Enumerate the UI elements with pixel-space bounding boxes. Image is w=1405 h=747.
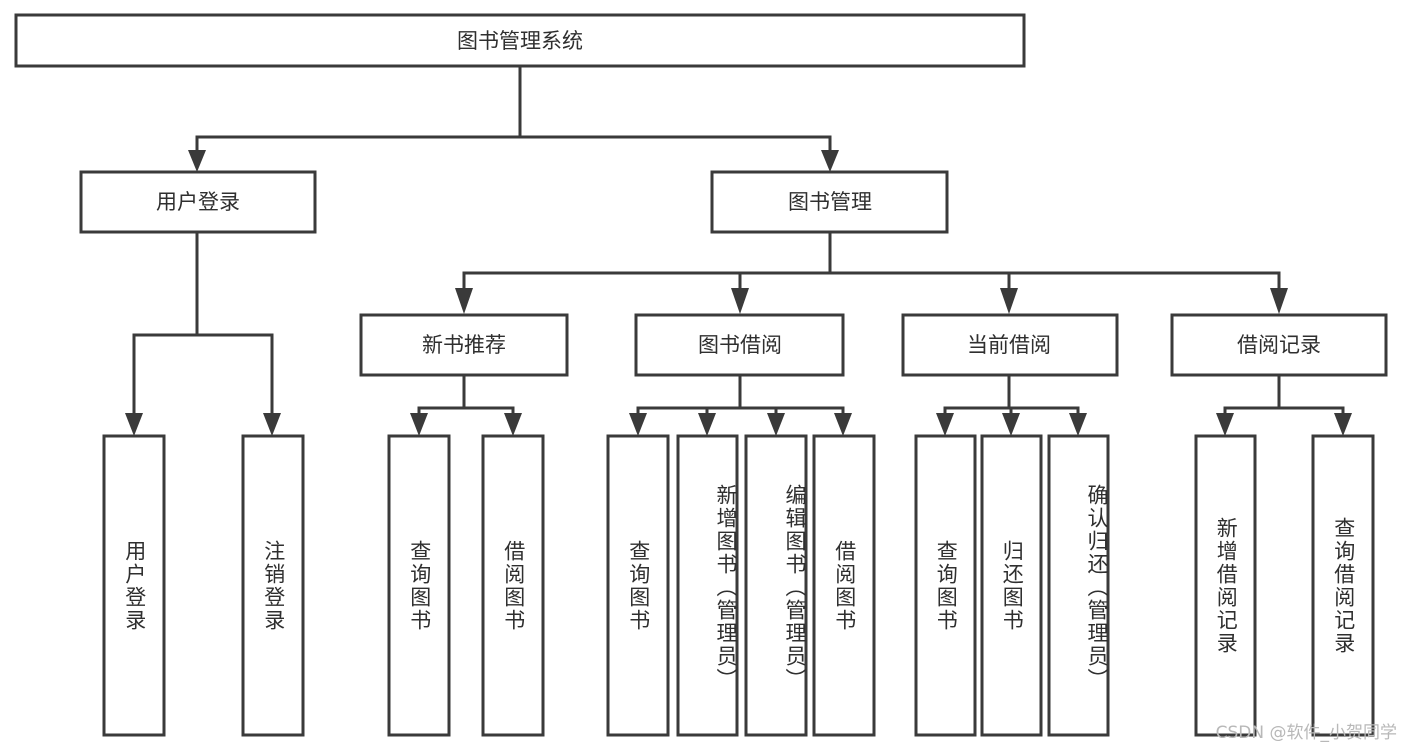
arrow-head-leaf-book-borrow-4 <box>834 413 852 436</box>
leaf-box-new-book-1[interactable] <box>387 434 451 737</box>
node-book-management-label: 图书管理 <box>788 190 872 214</box>
connector-group-user-login <box>125 230 281 436</box>
leaf-box-borrow-records-2[interactable] <box>1311 434 1375 737</box>
node-new-book-recommend-box[interactable] <box>359 313 569 377</box>
node-user-login-box[interactable] <box>79 170 317 234</box>
arrow-head-leaf-current-borrow-3 <box>1069 413 1087 436</box>
leaf-box-user-login-1[interactable] <box>102 434 166 737</box>
arrow-head-new-book <box>455 288 473 314</box>
arrow-head-book-mgmt <box>821 150 839 172</box>
arrow-head-leaf-current-borrow-2 <box>1002 413 1020 436</box>
leaf-box-user-login-2[interactable] <box>241 434 305 737</box>
arrow-head-leaf-current-borrow-1 <box>936 413 954 436</box>
node-user-login[interactable]: 用户登录 <box>79 170 317 234</box>
node-new-book-recommend-label: 新书推荐 <box>422 333 506 357</box>
connector-group-current-borrow <box>936 373 1087 436</box>
leaf-box-book-borrow-4[interactable] <box>812 434 876 737</box>
connector-group-borrow-records <box>1216 373 1352 436</box>
leaf-group-book-borrow <box>606 434 876 737</box>
node-borrow-records-label: 借阅记录 <box>1237 333 1321 357</box>
leaf-box-borrow-records-1[interactable] <box>1194 434 1257 737</box>
arrow-head-borrow-records <box>1270 288 1288 314</box>
node-root-label: 图书管理系统 <box>457 29 583 53</box>
arrow-head-leaf-new-book-2 <box>504 413 522 436</box>
connector-group-book-mgmt <box>455 230 1288 314</box>
node-root-box[interactable] <box>14 13 1026 68</box>
leaf-group-new-book-recommend <box>387 434 545 737</box>
node-borrow-records[interactable]: 借阅记录 <box>1170 313 1388 377</box>
leaf-group-current-borrow <box>914 434 1110 737</box>
node-borrow-records-box[interactable] <box>1170 313 1388 377</box>
node-current-borrow-box[interactable] <box>901 313 1119 377</box>
connector-group-root <box>188 64 839 172</box>
node-root[interactable]: 图书管理系统 <box>14 13 1026 68</box>
arrow-head-leaf-new-book-1 <box>410 413 428 436</box>
leaf-box-new-book-2[interactable] <box>481 434 545 737</box>
connector-group-book-borrow <box>629 373 852 436</box>
leaf-box-current-borrow-2[interactable] <box>980 434 1043 737</box>
arrow-head-leaf-user-login-2 <box>263 413 281 436</box>
node-current-borrow[interactable]: 当前借阅 <box>901 313 1119 377</box>
node-book-borrow[interactable]: 图书借阅 <box>634 313 845 377</box>
leaf-group-user-login <box>102 434 305 737</box>
leaf-box-current-borrow-1[interactable] <box>914 434 977 737</box>
leaf-box-book-borrow-2[interactable] <box>676 434 739 737</box>
arrow-head-leaf-book-borrow-3 <box>767 413 785 436</box>
node-book-management-box[interactable] <box>710 170 949 234</box>
node-new-book-recommend[interactable]: 新书推荐 <box>359 313 569 377</box>
arrow-head-user-login <box>188 150 206 172</box>
connector-group-new-book <box>410 373 522 436</box>
node-book-management[interactable]: 图书管理 <box>710 170 949 234</box>
node-user-login-label: 用户登录 <box>156 190 240 214</box>
arrow-head-book-borrow <box>731 288 749 314</box>
arrow-head-leaf-borrow-records-1 <box>1216 413 1234 436</box>
arrow-head-leaf-user-login-1 <box>125 413 143 436</box>
arrow-head-current-borrow <box>1000 288 1018 314</box>
leaf-group-borrow-records <box>1194 434 1375 737</box>
node-current-borrow-label: 当前借阅 <box>967 333 1051 357</box>
csdn-watermark: CSDN @软件_小贺同学 <box>1215 723 1397 743</box>
leaf-box-current-borrow-3[interactable] <box>1047 434 1110 737</box>
leaf-box-book-borrow-3[interactable] <box>744 434 808 737</box>
arrow-head-leaf-book-borrow-1 <box>629 413 647 436</box>
node-book-borrow-label: 图书借阅 <box>698 333 782 357</box>
leaf-box-book-borrow-1[interactable] <box>606 434 670 737</box>
arrow-head-leaf-book-borrow-2 <box>698 413 716 436</box>
node-book-borrow-box[interactable] <box>634 313 845 377</box>
arrow-head-leaf-borrow-records-2 <box>1334 413 1352 436</box>
